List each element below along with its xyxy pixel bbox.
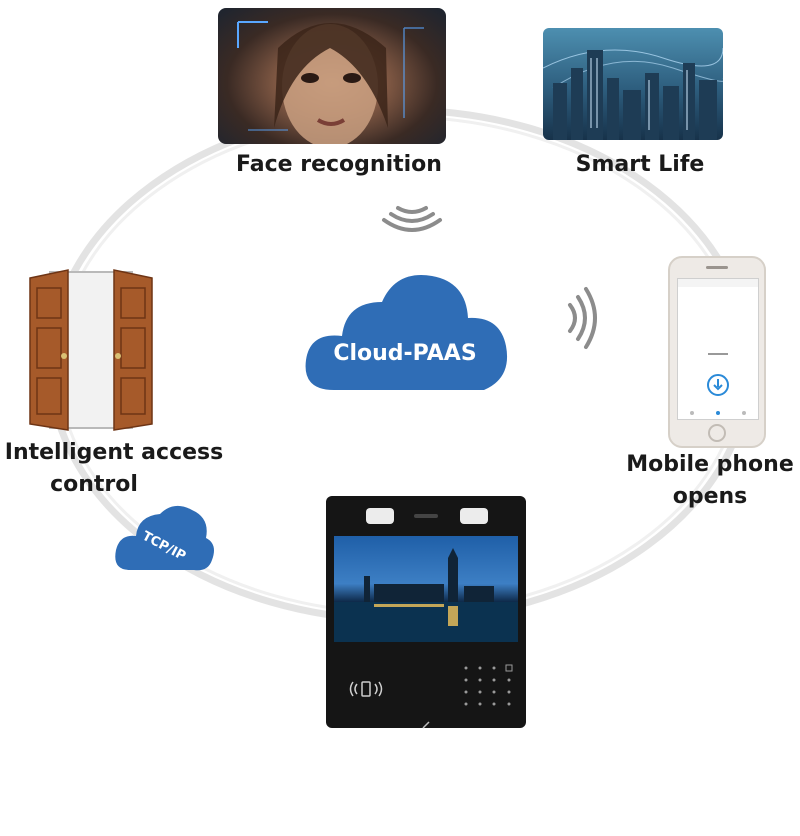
access-control-label-line2: control [50, 472, 138, 497]
access-control-label-line1: Intelligent access [4, 440, 224, 465]
face-recognition-label: Face recognition [236, 152, 442, 177]
nfc-card-reader-icon [348, 680, 384, 698]
keypad[interactable] [460, 664, 516, 714]
mobile-phone-label-line1: Mobile phone [626, 452, 794, 477]
cloud-paas: Cloud-PAAS [305, 275, 508, 390]
cloud-paas-label: Cloud-PAAS [333, 341, 476, 366]
terminal-screen [334, 536, 518, 642]
access-terminal-device [326, 496, 526, 729]
camera-window-right [460, 508, 488, 524]
face-recognition-image [218, 8, 446, 144]
smart-life-image [543, 28, 723, 140]
camera-sensor-icon [414, 514, 438, 518]
smartphone-icon [668, 256, 766, 448]
status-indicator-icon [422, 714, 430, 729]
camera-window-left [366, 508, 394, 524]
mobile-phone-label-line2: opens [672, 484, 748, 509]
smart-life-label: Smart Life [575, 152, 705, 177]
tcp-ip-badge: TCP/IP [115, 505, 214, 571]
open-door-icon [28, 266, 154, 434]
wireless-signal-icon-top [382, 206, 442, 232]
wireless-signal-icon-right [568, 287, 597, 349]
